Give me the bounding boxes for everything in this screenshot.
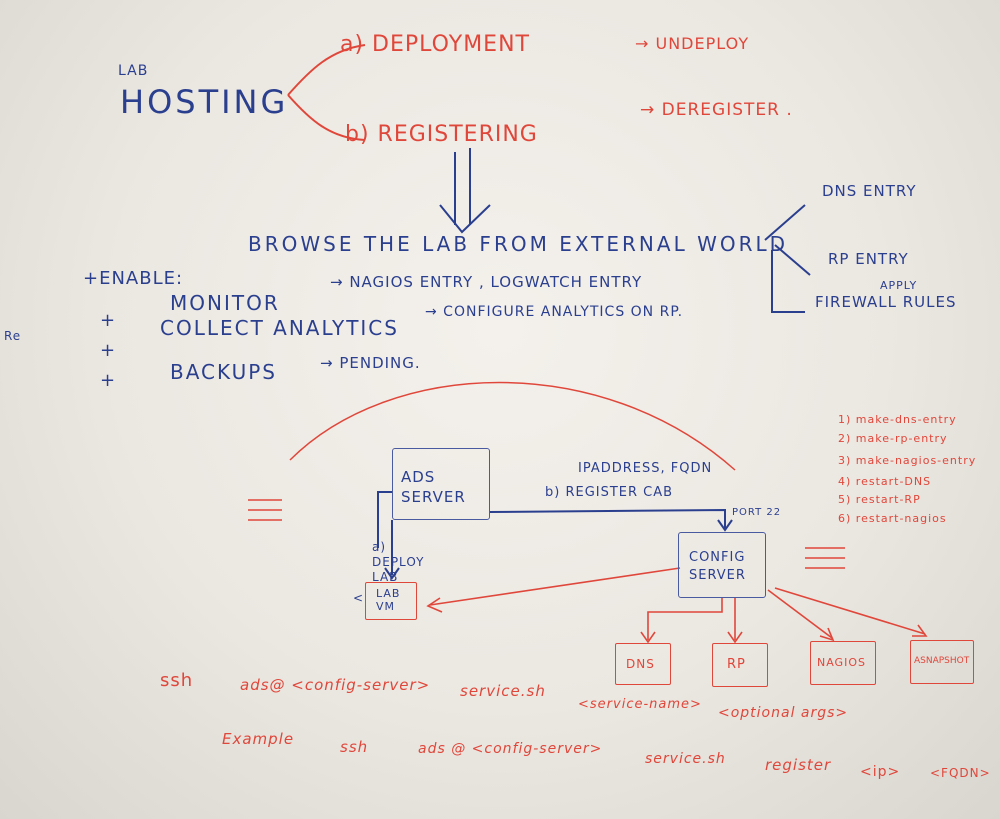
- deployment-label: a) DEPLOYMENT: [340, 32, 530, 57]
- cmd-optional-args: <optional args>: [718, 705, 849, 721]
- to-dns-arrowhead: [640, 631, 656, 644]
- dns-entry-text: DNS ENTRY: [822, 182, 917, 200]
- step-1: 1) make-dns-entry: [838, 413, 957, 426]
- hash-left: [248, 499, 282, 521]
- rp-entry-text: RP ENTRY: [828, 250, 909, 268]
- double-down-arrow: [439, 148, 491, 234]
- example-register: register: [765, 756, 832, 774]
- example-label: Example: [222, 730, 295, 748]
- config-server-label: CONFIG SERVER: [689, 550, 746, 583]
- hash-right: [805, 547, 845, 569]
- step-4: 4) restart-DNS: [838, 475, 932, 488]
- hosting-title: HOSTING: [120, 83, 289, 121]
- to-rp-arrowhead: [727, 631, 743, 644]
- step-5: 5) restart-RP: [838, 493, 921, 506]
- step-6: 6) restart-nagios: [838, 512, 947, 525]
- cmd-host: ads@ <config-server>: [240, 676, 431, 694]
- config-server-box: CONFIG SERVER: [678, 532, 766, 598]
- plus-backups-a: +: [100, 340, 117, 361]
- ads-server-box: ADS SERVER: [392, 448, 490, 520]
- enable-prefix: +ENABLE:: [83, 268, 184, 289]
- to-nagios-line: [767, 589, 833, 639]
- dns-box: DNS: [615, 643, 671, 685]
- lab-vm-label: LAB VM: [376, 587, 401, 613]
- step-3: 3) make-nagios-entry: [838, 454, 977, 467]
- asnapshot-box-label: ASNAPSHOT: [914, 656, 970, 666]
- plus-backups-b: +: [100, 370, 117, 391]
- register-cab-label: b) REGISTER CAB: [545, 485, 674, 500]
- analytics-text: COLLECT ANALYTICS: [160, 316, 399, 340]
- register-arrowhead: [717, 519, 733, 532]
- apply-text: APPLY: [880, 279, 918, 292]
- example-fqdn: <FQDN>: [930, 766, 991, 780]
- brace-line-firewall: [771, 250, 805, 313]
- red-arc: [289, 381, 736, 471]
- monitor-text: MONITOR: [170, 291, 280, 315]
- nagios-box: NAGIOS: [810, 641, 876, 685]
- plus-analytics: +: [100, 310, 117, 331]
- cmd-service-name: <service-name>: [578, 697, 702, 712]
- example-host: ads @ <config-server>: [418, 741, 603, 757]
- undeploy-label: → UNDEPLOY: [635, 34, 750, 53]
- deregister-label: → DEREGISTER .: [640, 100, 793, 120]
- to-snapshot-arrowhead: [912, 624, 928, 637]
- lab-vm-box: LAB VM: [365, 582, 417, 620]
- to-nagios-arrowhead: [819, 627, 835, 642]
- port22-label: PORT 22: [732, 507, 782, 518]
- deploy-lab-label: a) DEPLOY LAB: [372, 540, 425, 584]
- analytics-detail: → CONFIGURE ANALYTICS ON RP.: [425, 304, 684, 320]
- nagios-box-label: NAGIOS: [817, 656, 866, 669]
- to-dns-line: [647, 598, 723, 640]
- backups-text: BACKUPS: [170, 360, 277, 384]
- ip-fqdn-label: IPADDRESS, FQDN: [578, 461, 713, 476]
- firewall-rules-text: FIREWALL RULES: [815, 293, 957, 311]
- to-snapshot-line: [774, 587, 926, 635]
- browse-text: BROWSE THE LAB FROM EXTERNAL WORLD: [248, 232, 789, 256]
- registering-label: b) REGISTERING: [345, 122, 538, 147]
- vm-prefix: <: [353, 591, 365, 605]
- cmd-script: service.sh: [460, 682, 546, 700]
- cmd-ssh: ssh: [160, 670, 194, 691]
- backups-detail: → PENDING.: [320, 354, 421, 372]
- example-ssh: ssh: [340, 738, 369, 756]
- example-script: service.sh: [645, 751, 726, 767]
- dns-box-label: DNS: [626, 657, 655, 671]
- asnapshot-box: ASNAPSHOT: [910, 640, 974, 684]
- rp-box-label: RP: [727, 657, 746, 672]
- config-to-vm-arrowhead: [426, 597, 443, 613]
- margin-note: Re: [4, 329, 22, 343]
- config-to-vm-line: [429, 567, 681, 606]
- example-ip: <ip>: [860, 764, 901, 780]
- step-2: 2) make-rp-entry: [838, 432, 948, 445]
- monitor-detail: → NAGIOS ENTRY , LOGWATCH ENTRY: [330, 273, 643, 291]
- lab-label: LAB: [118, 63, 149, 79]
- register-line: [489, 508, 726, 528]
- rp-box: RP: [712, 643, 768, 687]
- ads-server-label: ADS SERVER: [401, 468, 466, 506]
